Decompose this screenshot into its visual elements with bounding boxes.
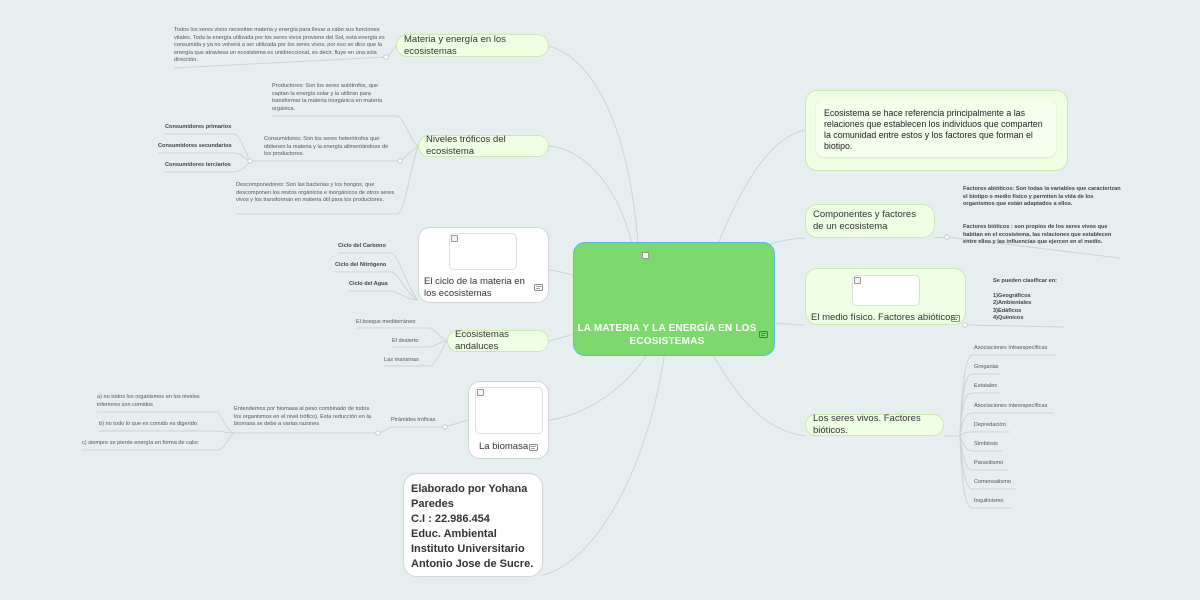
note-icon[interactable] [529,444,538,451]
leaf-consumidores-secundarios[interactable]: Consumidores secundarios [158,143,232,149]
leaf-inquilinismo[interactable]: Inquilinismo [974,498,1004,504]
broken-image-icon [451,235,458,242]
central-topic[interactable]: LA MATERIA Y LA ENERGÍA EN LOS ECOSISTEM… [573,242,775,356]
topic-ecosistemas-andaluces[interactable]: Ecosistemas andaluces [447,329,549,352]
note-biomasa-definicion: Entendemos por biomasa al peso combinado… [234,406,371,428]
note-title: Se pueden clasificar en: [993,278,1058,284]
note-materia-energia: Todos los seres vivos necesitan materia … [174,27,385,64]
topic-seres-vivos[interactable]: Los seres vivos. Factores bióticos. [805,413,944,436]
broken-image-icon [854,277,861,284]
note-productores: Productores: Son los seres autótrofos, q… [272,83,383,112]
author-card[interactable]: Elaborado por Yohana Paredes C.I : 22.98… [403,473,543,577]
author-course: Educ. Ambiental [411,528,497,540]
leaf-gregarias[interactable]: Gregarias [974,364,999,370]
topic-label: Componentes y factores de un ecosistema [813,209,916,232]
topic-label: El medio físico. Factores abióticos. [811,312,958,323]
note-icon[interactable] [759,331,768,338]
note-icon[interactable] [534,284,543,291]
leaf-depredacion[interactable]: Depredación [974,422,1006,428]
leaf-asociaciones-intraespecificas[interactable]: Asociaciones intraespecíficas [974,345,1048,351]
topic-label: Los seres vivos. Factores bióticos. [813,413,921,436]
leaf-piramides-troficas[interactable]: Pirámides tróficas [391,417,436,423]
note-item: 2)Ambientales [993,300,1032,307]
topic-image [852,275,920,306]
topic-componentes-factores[interactable]: Componentes y factores de un ecosistema [805,204,935,238]
note-razon-c: c) siempre se pierde energía en forma de… [82,440,199,446]
leaf-comensalismo[interactable]: Comensalismo [974,479,1011,485]
leaf-consumidores-terciarios[interactable]: Consumidores terciarios [165,162,231,168]
note-consumidores: Consumidores: Son los seres heterótrofos… [264,136,389,158]
note-razon-a: a) no todos los organismos en los nivele… [97,394,200,408]
leaf-parasitismo[interactable]: Parasitismo [974,460,1004,466]
note-item: 3)Edáficos [993,307,1022,314]
topic-label: Ecosistemas andaluces [455,329,509,352]
leaf-bosque-mediterraneo[interactable]: El bosque mediterráneo [356,319,416,325]
broken-image-icon [642,252,649,259]
leaf-consumidores-primarios[interactable]: Consumidores primarios [165,124,232,130]
author-id: C.I : 22.986.454 [411,513,490,525]
topic-label: Materia y energía en los ecosistemas [404,33,506,57]
definicion-text: Ecosistema se hace referencia principalm… [816,100,1056,157]
central-topic-title: LA MATERIA Y LA ENERGÍA EN LOS ECOSISTEM… [577,323,757,347]
broken-image-icon [477,389,484,396]
author-name: Elaborado por Yohana Paredes [411,483,528,510]
topic-label: La biomasa [479,441,529,452]
topic-image [475,387,543,434]
author-institution: Instituto Universitario Antonio Jose de … [411,543,534,570]
leaf-marismas[interactable]: Las marismas [384,357,419,363]
topic-image [449,233,517,270]
topic-label: El ciclo de la materia en los ecosistema… [424,276,525,299]
leaf-ciclo-carbono[interactable]: Ciclo del Carbono [338,243,386,249]
topic-niveles-troficos[interactable]: Niveles tróficos del ecosistema [418,134,549,157]
topic-materia-energia[interactable]: Materia y energía en los ecosistemas [396,34,549,57]
leaf-asociaciones-interespecificas[interactable]: Asociaciones interespecíficas [974,403,1048,409]
topic-biomasa[interactable]: La biomasa [468,381,549,459]
leaf-simbiosis[interactable]: Simbiosis [974,441,998,447]
topic-definicion-ecosistema[interactable]: Ecosistema se hace referencia principalm… [805,90,1068,171]
leaf-desierto[interactable]: El desierto [392,338,419,344]
topic-medio-fisico[interactable]: El medio físico. Factores abióticos. [805,268,966,325]
note-medio-fisico: Se pueden clasificar en: 1)Geográficos 2… [993,278,1073,323]
topic-label: Niveles tróficos del ecosistema [426,134,506,157]
note-factores-abioticos: Factores abióticos: Son todas la variabl… [963,186,1121,208]
leaf-ciclo-nitrogeno[interactable]: Ciclo del Nitrógeno [335,262,387,268]
topic-ciclo-materia[interactable]: El ciclo de la materia en los ecosistema… [418,227,549,303]
leaf-estatales[interactable]: Estatales [974,383,998,389]
note-icon[interactable] [951,315,960,322]
note-item: 1)Geográficos [993,292,1031,299]
note-razon-b: b) no todo lo que es comido es digerido [99,421,197,427]
leaf-ciclo-agua[interactable]: Ciclo del Agua [349,281,388,287]
note-descomponedores: Descomponedores: Son las bacterias y los… [236,182,395,204]
note-item: 4)Químicos [993,315,1024,322]
note-factores-bioticos: Factores bióticos : son propios de los s… [963,224,1112,246]
